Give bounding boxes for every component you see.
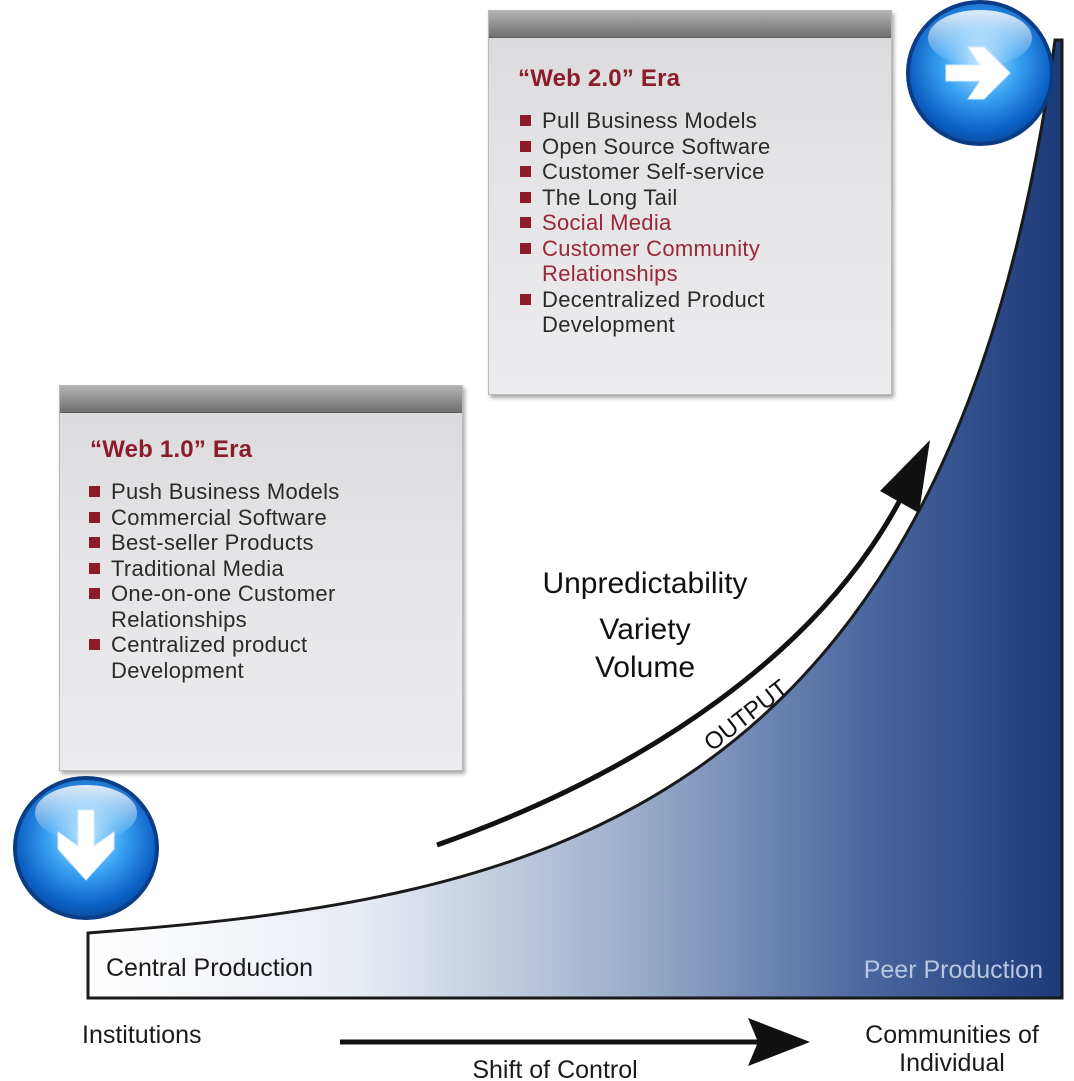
output-arrow: [436, 498, 903, 848]
web2-item: Open Source Software: [518, 134, 878, 160]
bullet-square-icon: [520, 217, 531, 228]
bullet-square-icon: [89, 639, 100, 650]
bullet-square-icon: [89, 562, 100, 574]
web2-item-text: Social Media: [542, 210, 672, 235]
web1-item: Commercial Software: [87, 505, 447, 531]
web2-item-text: Relationships: [542, 261, 678, 286]
institutions-label: Institutions: [82, 1021, 202, 1049]
bullet-square-icon: [520, 166, 531, 177]
web1-panel-header-bar: [60, 386, 462, 413]
web2-item-text: The Long Tail: [542, 184, 678, 210]
web2-item: Pull Business Models: [518, 108, 878, 134]
shift-of-control-label: Shift of Control: [472, 1056, 637, 1081]
web1-item-text: Centralized product: [111, 632, 308, 657]
output-line-3: Volume: [595, 651, 695, 684]
right-arrow-icon: [906, 0, 1054, 146]
web2-item-text: Pull Business Models: [542, 108, 758, 133]
output-arrowhead: [880, 440, 930, 513]
bullet-square-icon: [520, 191, 531, 203]
down-arrow-icon: [13, 776, 159, 920]
central-production-label: Central Production: [106, 954, 313, 982]
web2-item-text: Customer Community: [542, 235, 761, 261]
web2-panel-header-bar: [489, 11, 891, 38]
web1-item-text: Commercial Software: [111, 504, 327, 530]
shift-of-control-arrowhead: [748, 1018, 810, 1066]
web2-item-text: Open Source Software: [542, 133, 771, 159]
web2-era-title: “Web 2.0” Era: [518, 65, 681, 92]
web1-item-text: Push Business Models: [111, 479, 340, 504]
web1-item: Traditional Media: [87, 556, 447, 582]
output-line-1: Unpredictability: [542, 567, 747, 600]
web2-item-text: Development: [542, 312, 675, 337]
web2-item: Social Media: [518, 210, 878, 236]
communities-label-line-1: Communities of: [865, 1021, 1039, 1049]
web1-item: Best-seller Products: [87, 530, 447, 556]
production-curve-area: [86, 38, 1064, 1000]
web2-item-text: Customer Self-service: [542, 159, 765, 184]
web1-item-text: Best-seller Products: [111, 530, 314, 555]
web2-item-text: Decentralized Product: [542, 286, 765, 312]
web1-item-text: Relationships: [111, 606, 247, 632]
bullet-square-icon: [89, 511, 100, 523]
peer-production-label: Peer Production: [864, 956, 1043, 984]
web1-item: Push Business Models: [87, 479, 447, 505]
web1-item-text: Traditional Media: [111, 555, 285, 581]
web2-item: The Long Tail: [518, 185, 878, 211]
bullet-square-icon: [520, 293, 531, 305]
bullet-square-icon: [89, 486, 100, 497]
bullet-square-icon: [520, 140, 531, 152]
bullet-square-icon: [520, 242, 531, 254]
web1-era-title: “Web 1.0” Era: [90, 436, 253, 463]
output-line-2: Variety: [599, 613, 690, 646]
web1-item-text: Development: [111, 657, 244, 683]
bullet-square-icon: [89, 588, 100, 599]
web2-item: Customer Self-service: [518, 159, 878, 185]
communities-label-line-2: Individual: [899, 1049, 1005, 1077]
bullet-square-icon: [520, 115, 531, 126]
bullet-square-icon: [89, 537, 100, 548]
web1-item-text: One-on-one Customer: [111, 581, 336, 606]
